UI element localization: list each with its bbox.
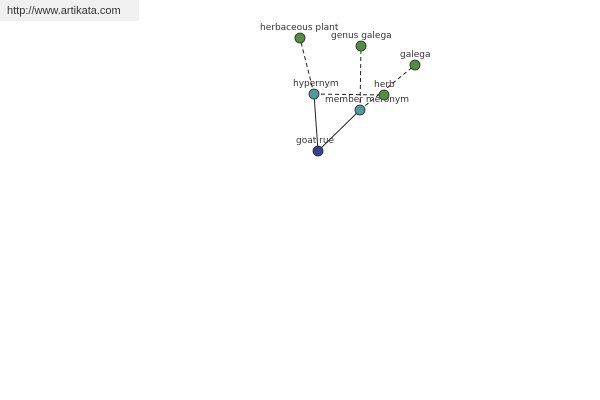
edge-hypernym-herbaceous-plant [299,37,315,95]
node-herb[interactable]: herb [374,80,395,101]
node-goat-rue-marker [312,145,324,157]
node-genus-galega-marker [355,40,367,52]
edge-member-meronym-galega [359,64,416,111]
nodes-layer: goat rue hypernym member meronym herbace… [260,23,431,157]
node-galega-marker [409,59,421,71]
node-hypernym-label: hypernym [293,79,339,89]
site-url-link[interactable]: http://www.artikata.com [7,5,121,17]
node-member-meronym-marker [354,104,366,116]
node-member-meronym[interactable]: member meronym [325,95,409,116]
node-herb-marker [378,89,390,101]
node-genus-galega[interactable]: genus galega [331,31,392,52]
node-hypernym[interactable]: hypernym [293,79,339,100]
node-herbaceous-plant-marker [294,32,306,44]
edge-goat-rue-member-meronym [317,109,361,152]
node-goat-rue-label: goat rue [296,136,335,146]
node-galega-label: galega [400,50,431,60]
node-galega[interactable]: galega [400,50,431,71]
edge-goat-rue-hypernym [313,93,319,152]
node-herbaceous-plant[interactable]: herbaceous plant [260,23,339,44]
edges-layer [299,37,416,152]
node-herb-label: herb [374,80,395,90]
edge-hypernym-herb [313,93,385,96]
node-goat-rue[interactable]: goat rue [296,136,335,157]
node-genus-galega-label: genus galega [331,31,392,41]
edge-member-meronym-genus-galega [359,45,362,111]
node-member-meronym-label: member meronym [325,95,409,105]
node-hypernym-marker [308,88,320,100]
node-herbaceous-plant-label: herbaceous plant [260,23,339,33]
url-bar: http://www.artikata.com [0,0,139,21]
